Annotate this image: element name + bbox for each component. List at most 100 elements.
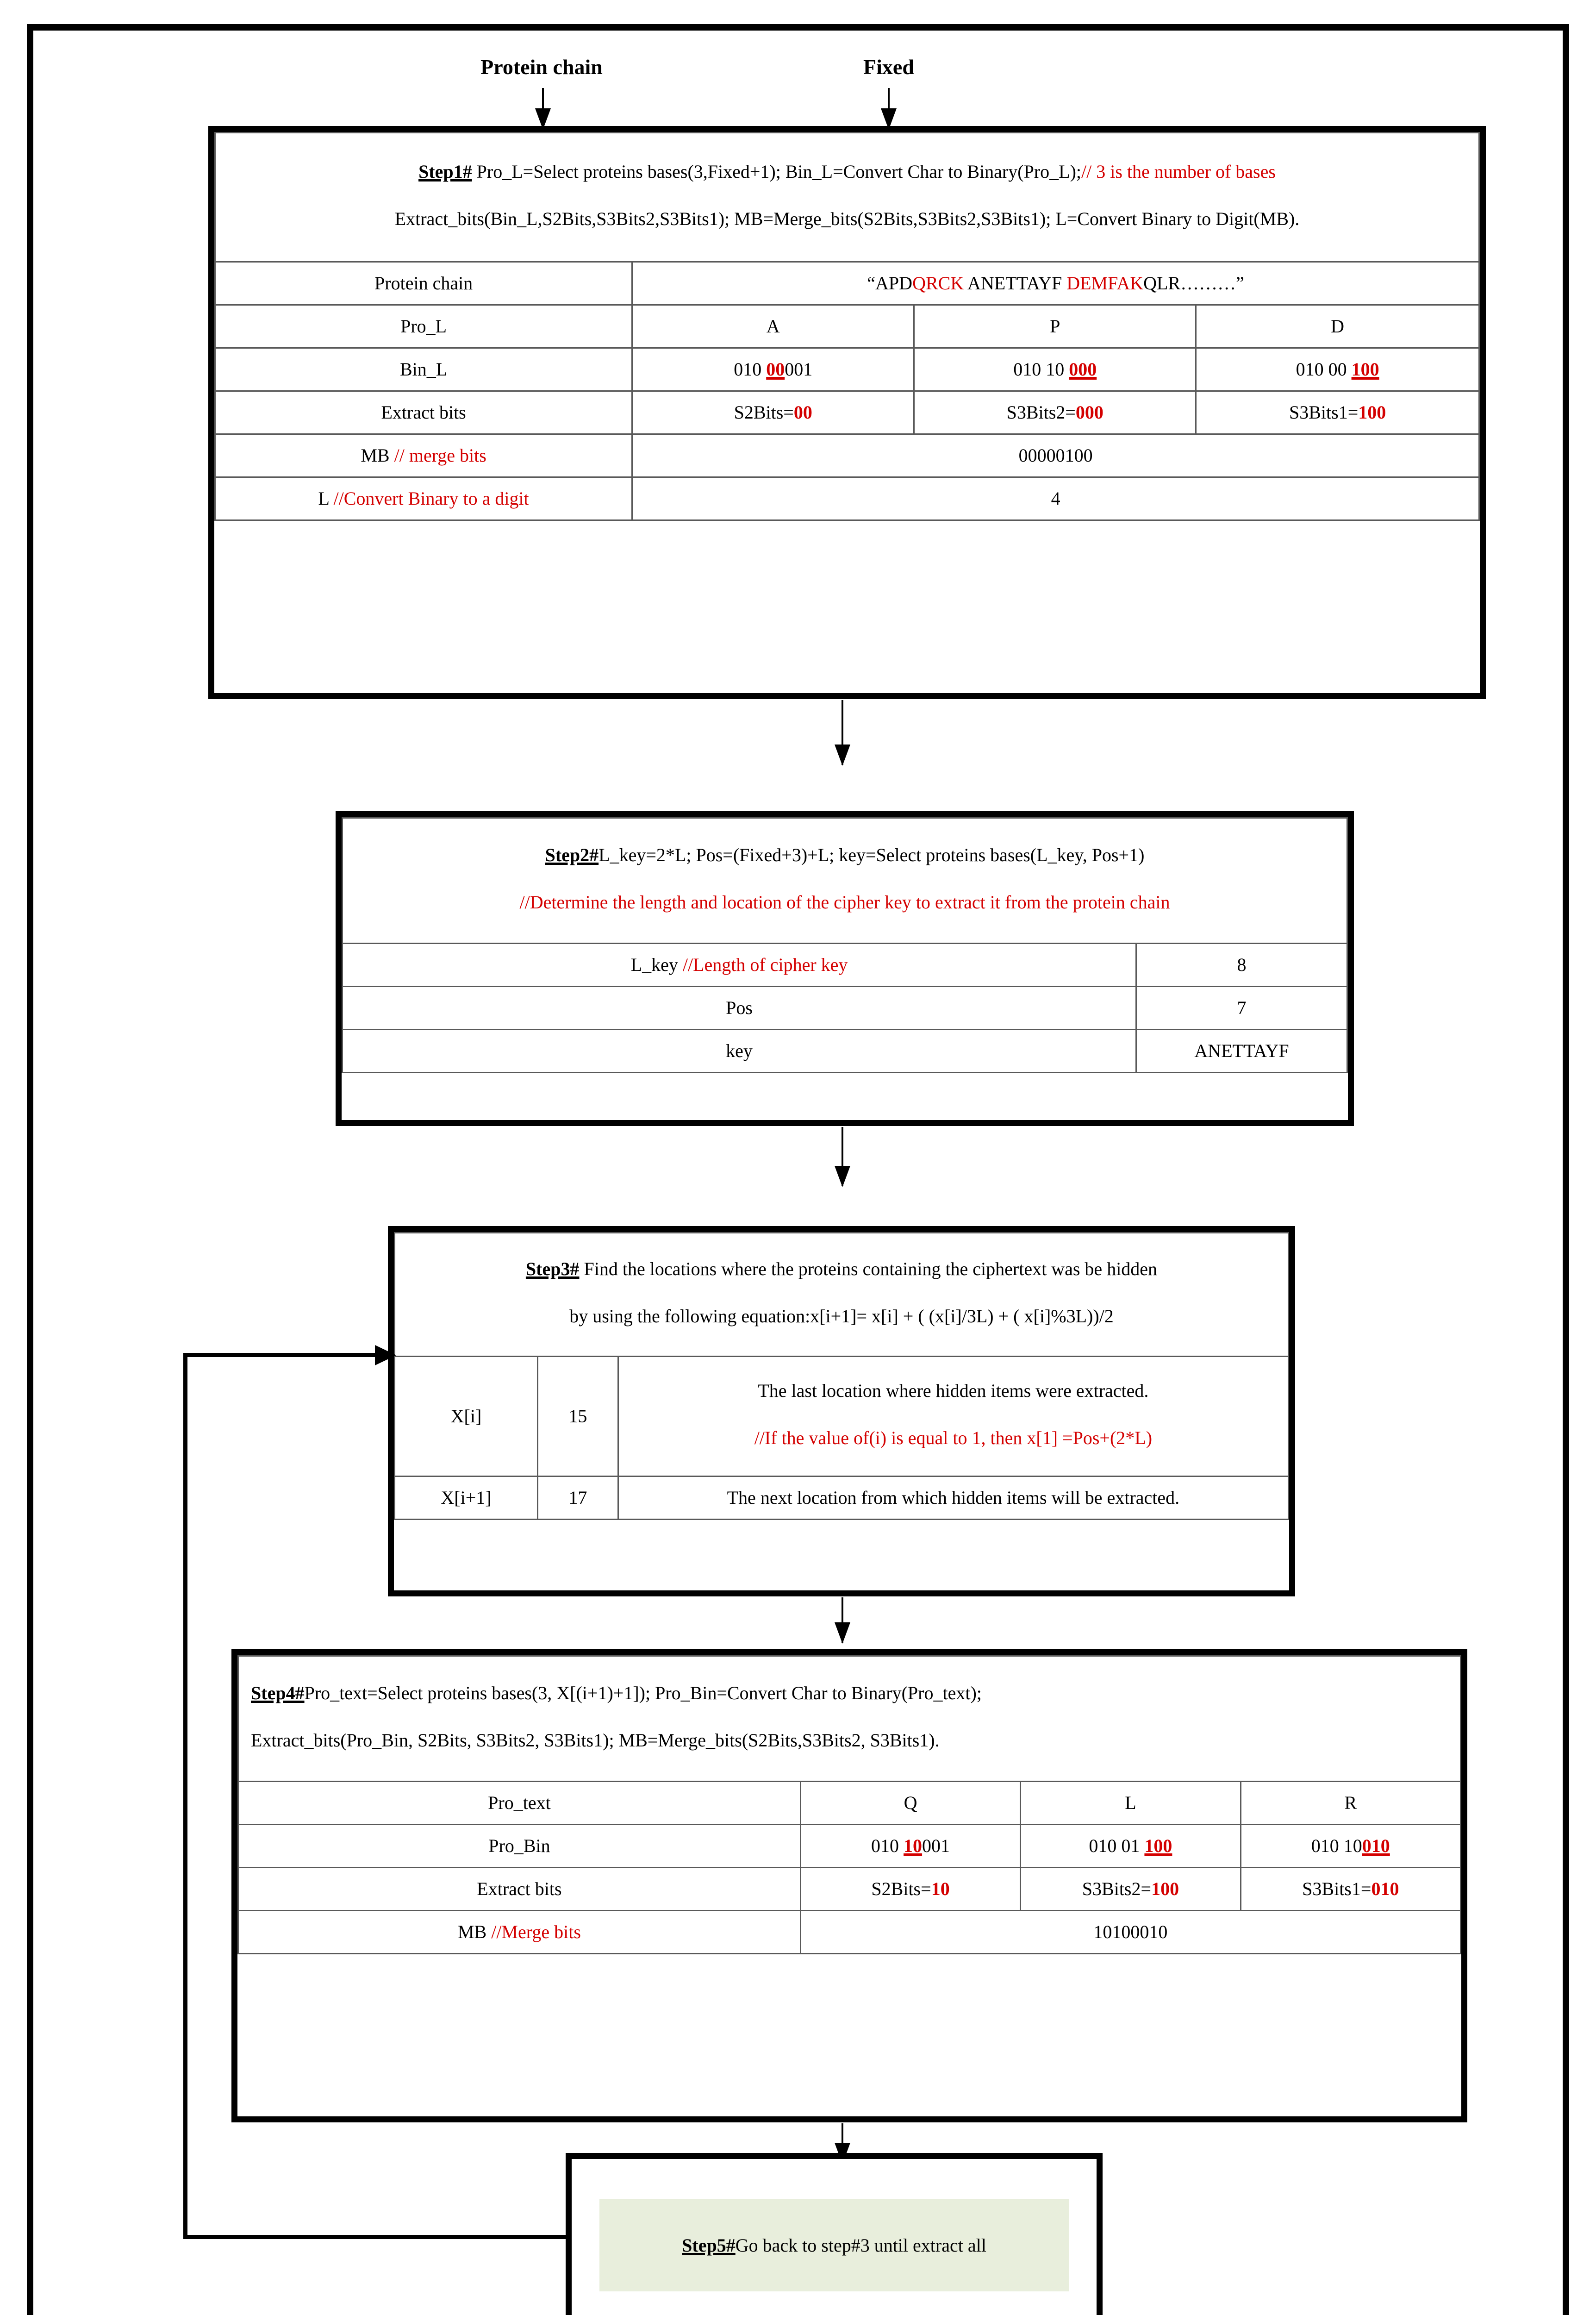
step2-line2-red: //Determine the length and location of t… bbox=[519, 892, 1170, 913]
step2-header: Step2#L_key=2*L; Pos=(Fixed+3)+L; key=Se… bbox=[342, 817, 1348, 944]
step4-mb-value: 10100010 bbox=[799, 1910, 1462, 1954]
table-row: Pos 7 bbox=[341, 986, 1348, 1030]
step1-extract-bits-label: Extract bits bbox=[214, 390, 633, 435]
bin-hi: 010 bbox=[1362, 1835, 1390, 1856]
step1-extract-v0: S2Bits=00 bbox=[631, 390, 915, 435]
step1-pro-l-v0: A bbox=[631, 304, 915, 349]
bin-post: 001 bbox=[922, 1835, 950, 1856]
input-label-protein-chain: Protein chain bbox=[480, 55, 603, 79]
eb-name: S3Bits2= bbox=[1082, 1878, 1152, 1899]
eb-bits: 010 bbox=[1371, 1878, 1399, 1899]
step1-header: Step1# Pro_L=Select proteins bases(3,Fix… bbox=[214, 132, 1480, 263]
row-label-black: Pos bbox=[726, 997, 753, 1018]
table-row: MB // merge bits 00000100 bbox=[214, 433, 1480, 478]
table-row: Pro_text Q L R bbox=[237, 1781, 1462, 1825]
step1-bin-l-v2: 010 00 100 bbox=[1195, 347, 1480, 392]
table-row: Step2#L_key=2*L; Pos=(Fixed+3)+L; key=Se… bbox=[342, 817, 1348, 944]
row-label-black: key bbox=[726, 1040, 753, 1061]
step4-extract-v2: S3Bits1=010 bbox=[1240, 1867, 1462, 1911]
step1-protein-chain-label: Protein chain bbox=[214, 261, 633, 306]
row-label-red: //Length of cipher key bbox=[682, 954, 848, 975]
step2-box: Step2#L_key=2*L; Pos=(Fixed+3)+L; key=Se… bbox=[336, 811, 1354, 1126]
input-label-fixed: Fixed bbox=[863, 55, 914, 79]
table-row: MB //Merge bits 10100010 bbox=[237, 1910, 1462, 1954]
step5-text-band: Step5#Go back to step#3 until extract al… bbox=[599, 2199, 1069, 2291]
step5-text-wrap: Step5#Go back to step#3 until extract al… bbox=[682, 2234, 986, 2256]
step2-table: Step2#L_key=2*L; Pos=(Fixed+3)+L; key=Se… bbox=[341, 817, 1348, 1073]
bin-hi: 100 bbox=[1351, 359, 1379, 380]
table-row: Step1# Pro_L=Select proteins bases(3,Fix… bbox=[214, 132, 1480, 263]
step4-line1: Step4#Pro_text=Select proteins bases(3, … bbox=[251, 1679, 1448, 1708]
step3-row0-desc-red: //If the value of(i) is equal to 1, then… bbox=[754, 1427, 1153, 1448]
loop-line-horizontal-top bbox=[183, 1353, 378, 1357]
eb-name: S2Bits= bbox=[871, 1878, 931, 1899]
step3-line2: by using the following equation:x[i+1]= … bbox=[569, 1306, 1114, 1326]
arrow-fixed-to-step1 bbox=[880, 88, 897, 130]
step4-table: Step4#Pro_text=Select proteins bases(3, … bbox=[237, 1655, 1462, 1954]
step3-row1-name: X[i+1] bbox=[394, 1476, 538, 1520]
step4-pro-bin-v0: 010 10001 bbox=[799, 1824, 1022, 1868]
bin-pre: 010 bbox=[871, 1835, 904, 1856]
step1-mb-value: 00000100 bbox=[631, 433, 1480, 478]
step2-line1-text: L_key=2*L; Pos=(Fixed+3)+L; key=Select p… bbox=[598, 845, 1145, 865]
eb-bits: 000 bbox=[1075, 402, 1103, 423]
step1-line2: Extract_bits(Bin_L,S2Bits,S3Bits2,S3Bits… bbox=[394, 208, 1300, 229]
step4-tag: Step4# bbox=[251, 1683, 305, 1703]
step4-line2: Extract_bits(Pro_Bin, S2Bits, S3Bits2, S… bbox=[251, 1730, 940, 1751]
step3-row0-value: 15 bbox=[536, 1356, 619, 1477]
table-row: L_key //Length of cipher key 8 bbox=[341, 943, 1348, 987]
eb-name: S2Bits= bbox=[734, 402, 794, 423]
table-row: Step3# Find the locations where the prot… bbox=[394, 1232, 1289, 1357]
step1-extract-v1: S3Bits2=000 bbox=[913, 390, 1197, 435]
arrow-step1-to-step2 bbox=[834, 700, 851, 766]
step2-line1: Step2#L_key=2*L; Pos=(Fixed+3)+L; key=Se… bbox=[354, 841, 1335, 870]
step2-row0-label: L_key //Length of cipher key bbox=[341, 943, 1137, 987]
step1-table: Step1# Pro_L=Select proteins bases(3,Fix… bbox=[214, 132, 1480, 521]
pc-red1: QRCK bbox=[912, 273, 964, 294]
mb-label-red: // merge bits bbox=[394, 445, 486, 466]
step1-extract-v2: S3Bits1=100 bbox=[1195, 390, 1480, 435]
step5-tag: Step5# bbox=[682, 2234, 736, 2256]
step3-tag: Step3# bbox=[525, 1258, 580, 1279]
step2-row0-value: 8 bbox=[1135, 943, 1348, 987]
step1-pro-l-label: Pro_L bbox=[214, 304, 633, 349]
step4-mb-label: MB //Merge bits bbox=[237, 1910, 801, 1954]
step1-pro-l-v1: P bbox=[913, 304, 1197, 349]
step4-pro-text-v0: Q bbox=[799, 1781, 1022, 1825]
bin-hi: 00 bbox=[766, 359, 785, 380]
pc-part1: “APD bbox=[867, 273, 913, 294]
step1-mb-label: MB // merge bits bbox=[214, 433, 633, 478]
step4-pro-bin-v2: 010 10010 bbox=[1240, 1824, 1462, 1868]
step3-line1-text: Find the locations where the proteins co… bbox=[579, 1258, 1158, 1279]
bin-hi: 000 bbox=[1069, 359, 1097, 380]
step4-pro-text-v2: R bbox=[1240, 1781, 1462, 1825]
step3-table: Step3# Find the locations where the prot… bbox=[394, 1232, 1290, 1520]
step4-header: Step4#Pro_text=Select proteins bases(3, … bbox=[237, 1655, 1461, 1782]
step4-extract-bits-label: Extract bits bbox=[237, 1867, 801, 1911]
table-row: Pro_Bin 010 10001 010 01 100 010 10010 bbox=[237, 1824, 1462, 1868]
step5-box-real: Step5#Go back to step#3 until extract al… bbox=[566, 2153, 1103, 2315]
bin-hi: 100 bbox=[1144, 1835, 1172, 1856]
loop-line-vertical bbox=[183, 1353, 187, 2237]
step1-l-label: L //Convert Binary to a digit bbox=[214, 476, 633, 521]
table-row: X[i] 15 The last location where hidden i… bbox=[394, 1356, 1290, 1477]
step1-bin-l-label: Bin_L bbox=[214, 347, 633, 392]
table-row: key ANETTAYF bbox=[341, 1029, 1348, 1073]
step4-extract-v1: S3Bits2=100 bbox=[1020, 1867, 1241, 1911]
mb-label-black: MB bbox=[457, 1921, 492, 1942]
l-label-black: L bbox=[318, 488, 334, 509]
eb-bits: 10 bbox=[931, 1878, 950, 1899]
step4-line1-text: Pro_text=Select proteins bases(3, X[(i+1… bbox=[304, 1683, 982, 1703]
arrow-step3-to-step4 bbox=[834, 1597, 851, 1644]
step4-extract-v0: S2Bits=10 bbox=[799, 1867, 1022, 1911]
step1-protein-chain-value: “APDQRCK ANETTAYF DEMFAKQLR………” bbox=[631, 261, 1480, 306]
step2-row1-value: 7 bbox=[1135, 986, 1348, 1030]
outer-frame bbox=[27, 24, 1569, 2315]
step1-bin-l-v1: 010 10 000 bbox=[913, 347, 1197, 392]
row-label-black: L_key bbox=[630, 954, 683, 975]
bin-hi: 10 bbox=[904, 1835, 923, 1856]
eb-name: S3Bits1= bbox=[1302, 1878, 1372, 1899]
step1-tag: Step1# bbox=[418, 161, 472, 182]
step3-row1-value: 17 bbox=[536, 1476, 619, 1520]
